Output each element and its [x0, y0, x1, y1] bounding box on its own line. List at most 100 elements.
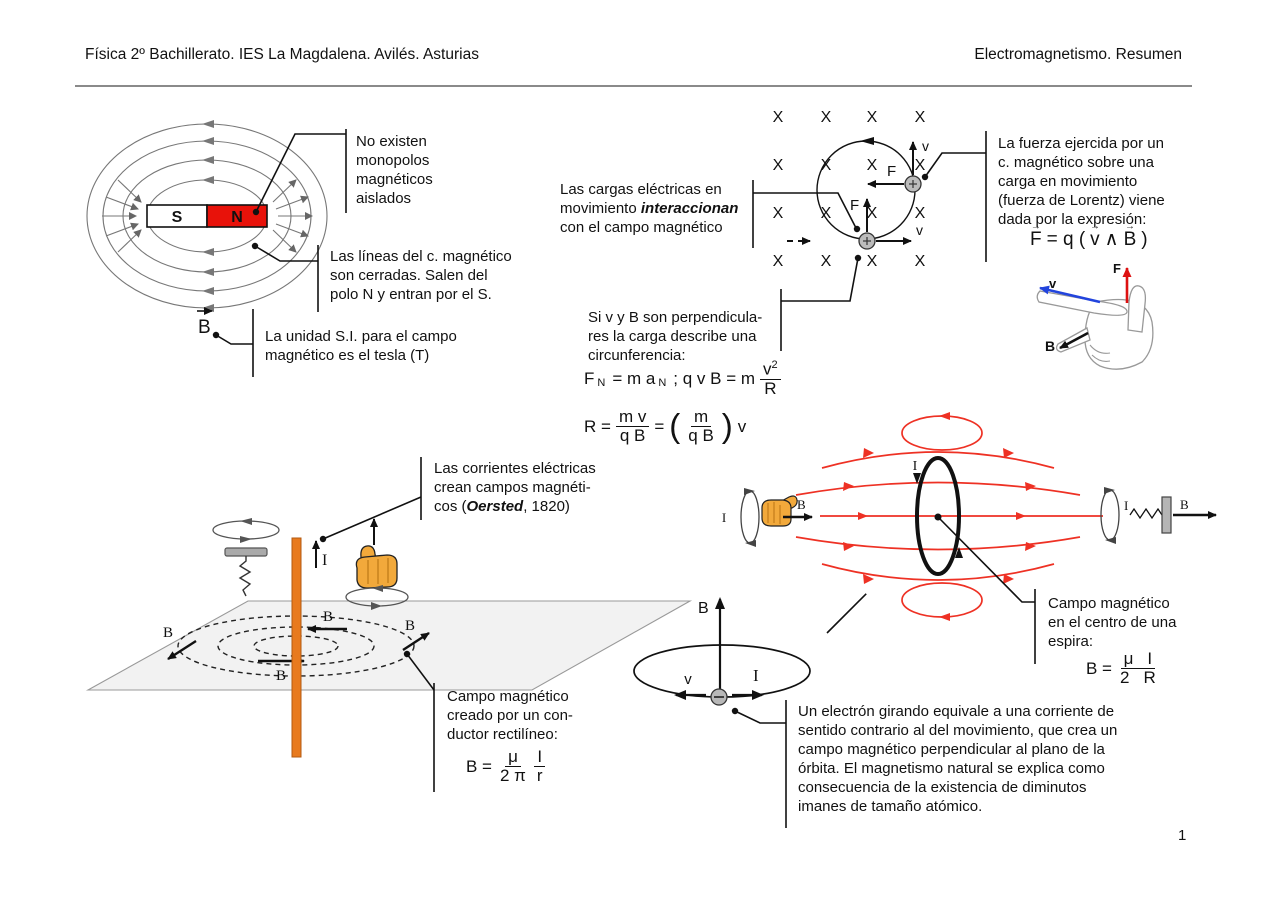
red-arrowheads: [843, 412, 1036, 621]
north-label: N: [231, 209, 243, 226]
text-line: La fuerza ejercida por un: [998, 135, 1164, 152]
fist: [761, 499, 792, 527]
right-hand-rule-figure: v B F: [1036, 261, 1154, 370]
text-line: magnéticos: [356, 171, 433, 188]
corkscrew-handle: [224, 547, 268, 557]
fraction: m q B: [685, 407, 717, 446]
magnet-figure: S N B: [86, 120, 347, 377]
text-segment: cos (: [434, 498, 467, 515]
token: = q (: [1046, 228, 1086, 250]
formula-radius: R = m v q B = ( m q B ) v: [584, 398, 746, 446]
current-label: I: [322, 552, 327, 569]
token: I: [1147, 649, 1153, 668]
field-label: B: [1180, 497, 1189, 512]
current-label: I: [753, 666, 759, 685]
field-label: B: [163, 625, 173, 641]
token: B =: [466, 756, 492, 776]
xfield-callout-lines: [752, 131, 987, 351]
thumb: [1127, 285, 1147, 333]
text-line: espira:: [1048, 633, 1094, 650]
text-line: Campo magnético: [1048, 595, 1170, 612]
svg-text:X: X: [773, 205, 784, 222]
text-line: consecuencia de la existencia de diminut…: [798, 779, 1087, 796]
text-line: movimiento interaccionan: [560, 199, 738, 218]
text-line: en el centro de una: [1048, 614, 1177, 631]
velocity-label: v: [916, 222, 923, 238]
note-closed-lines: Las líneas del c. magnético son cerradas…: [330, 247, 512, 304]
force-label: F: [850, 197, 859, 214]
field-label: B: [405, 618, 415, 634]
text-line: órbita. El magnetismo natural se explica…: [798, 760, 1105, 777]
svg-text:X: X: [773, 109, 784, 126]
block-arrow-icon: [826, 593, 867, 634]
note-loop-center: Campo magnético en el centro de una espi…: [1048, 594, 1176, 651]
text-line: circunferencia:: [588, 347, 686, 364]
formula-lorentz: F = q ( v ∧ B ): [1030, 218, 1148, 251]
svg-text:X: X: [915, 109, 926, 126]
fraction: I r: [534, 747, 546, 786]
svg-text:X: X: [821, 253, 832, 270]
electron-orbit-figure: B v I: [633, 597, 811, 828]
svg-text:X: X: [773, 157, 784, 174]
token: v: [763, 359, 772, 379]
text-line: polo N y entran por el S.: [330, 286, 492, 303]
svg-text:X: X: [821, 109, 832, 126]
text-line: Las líneas del c. magnético: [330, 248, 512, 265]
electron-callout-lines: [734, 700, 787, 828]
south-label: S: [172, 209, 183, 226]
svg-text:X: X: [821, 205, 832, 222]
vector-v: v: [1090, 229, 1100, 251]
text-line: Campo magnético: [447, 688, 569, 705]
vector-f: F: [1030, 229, 1042, 251]
text-line: imanes de tamaño atómico.: [798, 798, 983, 815]
note-monopoles: No existen monopolos magnéticos aislados: [356, 132, 433, 208]
magnet-north-pole: [206, 204, 268, 228]
left-paren: (: [669, 406, 681, 444]
numerator: I: [534, 747, 546, 768]
emphasis-text: Oersted: [466, 498, 524, 515]
note-moving-charges: Las cargas eléctricas en movimiento inte…: [560, 180, 738, 237]
note-electron: Un electrón girando equivale a una corri…: [798, 702, 1117, 816]
numerator: m v: [615, 407, 650, 428]
index-finger: [1036, 290, 1128, 316]
text-line: magnético es el tesla (T): [265, 347, 430, 364]
fist: [355, 554, 398, 589]
text-line: (fuerza de Lorentz) viene: [998, 192, 1165, 209]
token: ; q v B = m: [673, 369, 756, 389]
svg-text:X: X: [773, 253, 784, 270]
numerator: v2: [760, 359, 781, 381]
numerator: m: [690, 407, 712, 428]
fraction: μ 2 π: [497, 747, 529, 786]
denominator: r: [536, 766, 543, 786]
header-right: Electromagnetismo. Resumen: [974, 46, 1182, 63]
field-label: B: [323, 609, 333, 625]
token: v: [737, 416, 747, 436]
page-number: 1: [1178, 827, 1187, 844]
text-line: La unidad S.I. para el campo: [265, 328, 457, 345]
text-line: aislados: [356, 190, 412, 207]
emphasis-text: interaccionan: [640, 200, 739, 217]
espira-callout-lines: [937, 516, 1036, 664]
current-wire: [291, 537, 302, 758]
token: 2: [1120, 668, 1130, 688]
field-label: B: [797, 497, 806, 512]
field-label: B: [276, 668, 286, 684]
velocity-label: v: [1049, 276, 1057, 291]
text-line: creado por un con-: [447, 707, 573, 724]
oersted-callout-lines: [322, 457, 435, 792]
text-line: ductor rectilíneo:: [447, 726, 558, 743]
token: R =: [584, 416, 611, 436]
formula-straight-conductor: B = μ 2 π I r: [466, 738, 546, 786]
note-perpendicular: Si v y B son perpendicula- res la carga …: [588, 308, 762, 365]
espira-figure: I I B I B: [722, 412, 1217, 664]
fraction: m v q B: [615, 407, 650, 446]
text-line: cos (Oersted, 1820): [434, 497, 596, 516]
text-line: campo magnético perpendicular al plano d…: [798, 741, 1105, 758]
fraction: v2 R: [760, 359, 781, 398]
svg-text:X: X: [867, 109, 878, 126]
token: N: [658, 377, 667, 390]
text-line: son cerradas. Salen del: [330, 267, 488, 284]
